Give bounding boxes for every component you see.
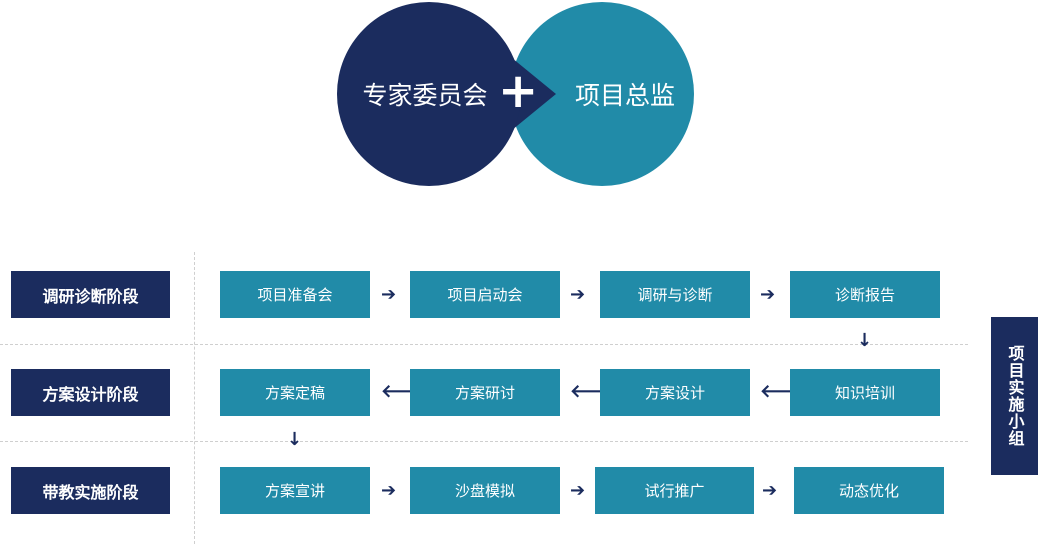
arrow-right-icon: ➔ bbox=[570, 480, 586, 501]
project-implementation-team-label: 项目实施小组 bbox=[1005, 345, 1025, 447]
phase-solution-design: 方案设计阶段 bbox=[11, 369, 170, 416]
phase-research-diagnosis: 调研诊断阶段 bbox=[11, 271, 170, 318]
arrow-right-icon: ➔ bbox=[381, 284, 397, 305]
step-solution-design: 方案设计 bbox=[600, 369, 750, 416]
arrow-right-icon: ➔ bbox=[762, 480, 778, 501]
plus-icon: + bbox=[498, 63, 539, 119]
row-divider-2 bbox=[0, 441, 968, 442]
step-knowledge-training: 知识培训 bbox=[790, 369, 940, 416]
phase-coaching-implementation: 带教实施阶段 bbox=[11, 467, 170, 514]
expert-committee-circle: 专家委员会 bbox=[337, 2, 521, 186]
project-director-label: 项目总监 bbox=[574, 81, 675, 110]
step-pilot-rollout: 试行推广 bbox=[595, 467, 754, 514]
expert-committee-label: 专家委员会 bbox=[362, 81, 488, 110]
arrow-right-icon: ➔ bbox=[760, 284, 776, 305]
row-divider-1 bbox=[0, 344, 968, 345]
step-project-kickoff: 项目启动会 bbox=[410, 271, 560, 318]
step-solution-discussion: 方案研讨 bbox=[410, 369, 560, 416]
step-sandbox-simulation: 沙盘模拟 bbox=[410, 467, 560, 514]
vertical-divider bbox=[194, 252, 195, 544]
step-solution-finalization: 方案定稿 bbox=[220, 369, 370, 416]
step-solution-presentation: 方案宣讲 bbox=[220, 467, 370, 514]
step-research-diagnosis: 调研与诊断 bbox=[600, 271, 750, 318]
arrow-down-icon: ↓ bbox=[287, 429, 303, 450]
step-dynamic-optimization: 动态优化 bbox=[794, 467, 944, 514]
arrow-right-icon: ➔ bbox=[381, 480, 397, 501]
step-diagnosis-report: 诊断报告 bbox=[790, 271, 940, 318]
arrow-down-icon: ↓ bbox=[857, 330, 873, 351]
step-project-preparation: 项目准备会 bbox=[220, 271, 370, 318]
arrow-right-icon: ➔ bbox=[570, 284, 586, 305]
project-implementation-team: 项目实施小组 bbox=[991, 317, 1038, 475]
